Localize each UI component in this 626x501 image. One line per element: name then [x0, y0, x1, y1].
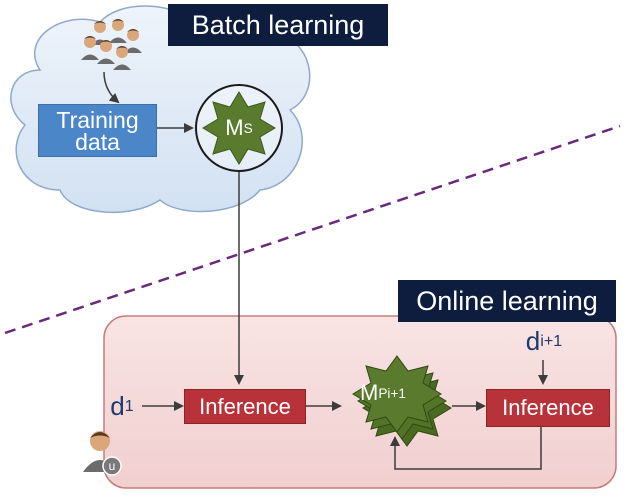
- online-learning-title: Online learning: [398, 280, 616, 322]
- online-learning-title-text: Online learning: [416, 285, 598, 316]
- training-data-line1: Training: [56, 106, 139, 133]
- people-group-icon: [81, 19, 142, 70]
- model-s-sub: S: [243, 120, 253, 136]
- model-p-stack: [352, 355, 452, 447]
- user-badge-text: u: [108, 459, 116, 473]
- model-s-badge: [195, 84, 283, 172]
- input-d1-main: d: [110, 390, 125, 421]
- inference-left-box: Inference: [184, 389, 306, 424]
- inference-right-box: Inference: [486, 389, 610, 427]
- model-p-main: M: [360, 380, 379, 405]
- model-p-sup: i+1: [387, 385, 406, 401]
- feedback-loop-arrow: [390, 427, 542, 470]
- input-d-next-main: d: [525, 325, 541, 356]
- batch-learning-title: Batch learning: [168, 4, 388, 46]
- model-p-sub: P: [378, 385, 388, 401]
- training-data-box: Training data: [38, 104, 157, 157]
- model-s-main: M: [225, 115, 244, 140]
- training-data-line2: data: [75, 128, 120, 155]
- batch-online-divider: [4, 124, 621, 335]
- user-icon: [83, 431, 122, 476]
- input-d-next-sub: i+1: [540, 331, 563, 350]
- arrow-people-to-training: [103, 71, 120, 104]
- batch-learning-title-text: Batch learning: [191, 9, 365, 40]
- inference-right-text: Inference: [502, 395, 594, 420]
- inference-left-text: Inference: [199, 393, 291, 419]
- user-badge-label: u: [104, 458, 120, 474]
- input-d1-sub: 1: [124, 396, 134, 415]
